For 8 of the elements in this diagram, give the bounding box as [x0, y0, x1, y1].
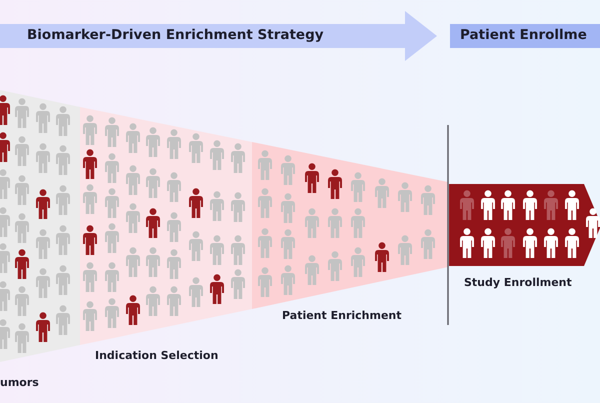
banner-title: Patient Enrollme — [460, 27, 587, 44]
arrow-banner — [0, 11, 437, 61]
stage-label: Patient Enrichment — [282, 309, 402, 322]
banner-title: Biomarker-Driven Enrichment Strategy — [27, 27, 324, 44]
stage-label: umors — [0, 376, 39, 390]
header-bar — [450, 24, 600, 48]
stage-label: Indication Selection — [95, 349, 218, 362]
stage-label: Study Enrollment — [464, 276, 572, 290]
